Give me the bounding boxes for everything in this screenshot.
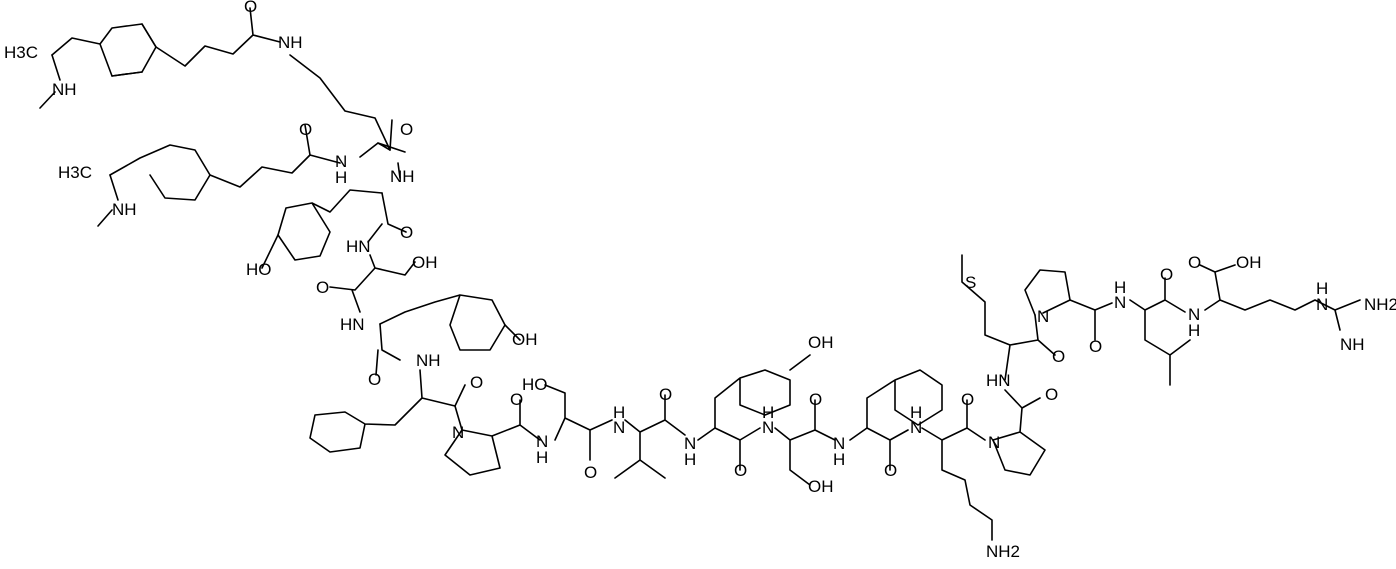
- label-hn-2: HN: [340, 315, 365, 334]
- label-nh-1: NH: [52, 80, 77, 99]
- label-n-6: N: [833, 434, 845, 453]
- label-nh-2: NH: [278, 33, 303, 52]
- label-o-15: O: [961, 390, 974, 409]
- label-o-3: O: [400, 120, 413, 139]
- label-n-10: N: [1316, 295, 1328, 314]
- label-h-10: H: [1316, 279, 1328, 298]
- label-n-5: N: [762, 418, 774, 437]
- label-o-10: O: [659, 385, 672, 404]
- label-n-9: N: [1188, 305, 1200, 324]
- label-oh-4: OH: [808, 477, 834, 496]
- label-o-19: O: [1160, 265, 1173, 284]
- label-o-8: O: [510, 390, 523, 409]
- label-n-1: N: [335, 152, 347, 171]
- label-oh-1: OH: [412, 253, 438, 272]
- label-o-7: O: [470, 373, 483, 392]
- label-o-6: O: [368, 370, 381, 389]
- label-oh-5: OH: [1236, 253, 1262, 272]
- label-h-5: H: [762, 403, 774, 422]
- label-nh2-1: NH2: [986, 542, 1020, 561]
- label-o-4: O: [400, 223, 413, 242]
- label-n-pro3: N: [1037, 307, 1049, 326]
- label-hn-1: HN: [346, 237, 371, 256]
- label-nh-6: NH: [1340, 335, 1365, 354]
- label-o-17: O: [1045, 385, 1058, 404]
- label-n-7: N: [910, 418, 922, 437]
- label-o-1: O: [244, 0, 257, 16]
- label-o-18: O: [1089, 337, 1102, 356]
- label-oh-3: OH: [808, 333, 834, 352]
- label-ho-2: HO: [522, 375, 548, 394]
- label-h-2: H: [536, 448, 548, 467]
- label-o-11: O: [734, 461, 747, 480]
- label-o-14: O: [884, 461, 897, 480]
- label-h-6: H: [833, 450, 845, 469]
- label-nh-5: NH: [416, 351, 441, 370]
- label-h3c-2: H3C: [58, 163, 92, 182]
- label-n-4: N: [684, 434, 696, 453]
- label-nh-4: NH: [390, 167, 415, 186]
- label-h-1: H: [335, 168, 347, 187]
- label-o-5: O: [316, 278, 329, 297]
- label-oh-2: OH: [512, 330, 538, 349]
- label-hn-3: HN: [986, 371, 1011, 390]
- label-h-3: H: [613, 403, 625, 422]
- bonds: [39, 7, 1361, 541]
- label-n-2: N: [536, 432, 548, 451]
- label-o-20: O: [1188, 253, 1201, 272]
- label-n-8: N: [1114, 293, 1126, 312]
- label-h-9: H: [1188, 321, 1200, 340]
- label-ho-1: HO: [246, 260, 272, 279]
- label-h-8: H: [1114, 278, 1126, 297]
- label-n-3: N: [613, 418, 625, 437]
- label-n-pro2: N: [988, 433, 1000, 452]
- label-o-16: O: [1052, 347, 1065, 366]
- label-h-4: H: [684, 450, 696, 469]
- label-o-12: O: [809, 390, 822, 409]
- label-h-7: H: [910, 403, 922, 422]
- label-nh2-2: NH2: [1364, 295, 1396, 314]
- label-h3c-1: H3C: [4, 43, 38, 62]
- label-o-2: O: [299, 120, 312, 139]
- label-o-9: O: [584, 463, 597, 482]
- label-s-1: S: [965, 273, 976, 292]
- atom-labels: H3C NH O NH H3C NH O N H O NH HO O HN OH…: [4, 0, 1396, 561]
- label-n-pro1: N: [452, 423, 464, 442]
- label-nh-3: NH: [112, 200, 137, 219]
